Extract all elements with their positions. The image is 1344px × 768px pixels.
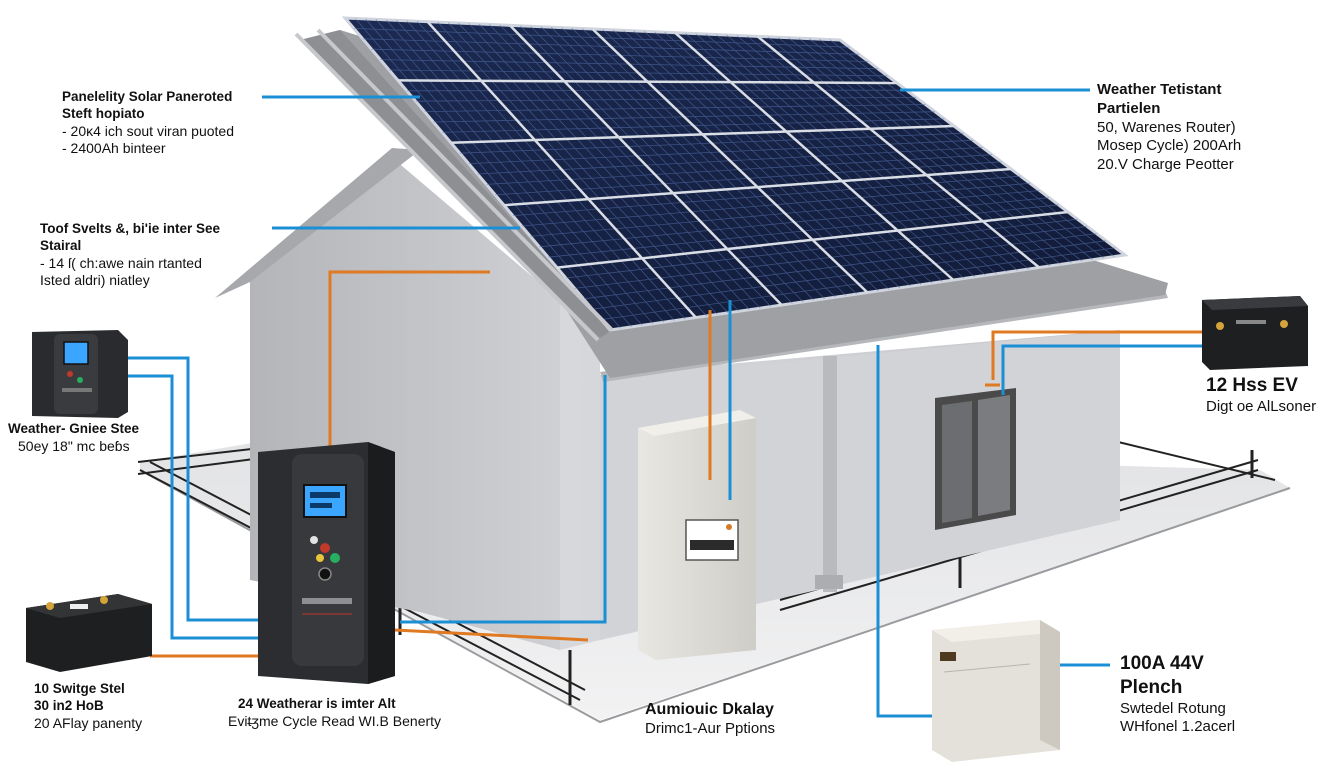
solar-array [341, 16, 1129, 332]
weather-left-detail: 50ey 18" mc beɓs [18, 437, 130, 454]
window [935, 388, 1016, 530]
battery-icon [26, 594, 152, 672]
battery-right-title-1: 100A 44V [1120, 653, 1204, 674]
label-inverter: 24 Weatherar is imter Alt Evit̶ʒme Cycle… [228, 696, 468, 730]
weather-right-detail-1: 50, Warenes Router) [1097, 118, 1236, 136]
battery-left-detail: 20 AFlay panenty [34, 714, 143, 731]
weather-right-title-2: Partielen [1097, 99, 1161, 117]
charge-controller-icon [32, 330, 128, 418]
roof-system-title-1: Toof Svelts &, bi'ie inter See [40, 221, 221, 236]
roof-system-detail-2: Isted aldri) niatley [40, 272, 150, 289]
weather-right-detail-3: 20.V Charge Peotter [1097, 156, 1234, 173]
roof-system-detail-1: - 14 ſ( ch:awe nain rtanted [40, 254, 202, 271]
label-battery-left: 10 Switge Stel 30 in2 HoB 20 AFlay panen… [34, 681, 184, 732]
label-display: Aumiouic Dkalay Drimc1-Aur Pptions [645, 700, 845, 739]
label-ev-charger: 12 Hss EV Digt oe AlLsoner [1206, 374, 1341, 417]
battery-left-title-1: 10 Switge Stel [34, 681, 125, 696]
battery-right-title-2: Plench [1120, 676, 1183, 698]
downpipe [815, 356, 843, 592]
inverter-detail: Evit̶ʒme Cycle Read WI.B Benerty [228, 712, 442, 729]
roof-rail [294, 28, 614, 342]
label-roof-system: Toof Svelts &, bi'ie inter See Stairal -… [40, 221, 270, 290]
display-title: Aumiouic Dkalay [645, 701, 774, 718]
meter-cabinet [638, 410, 756, 660]
ev-charger-detail: Digt oe AlLsoner [1206, 397, 1317, 415]
inverter-icon [258, 442, 395, 684]
display-detail: Drimc1-Aur Pptions [645, 720, 776, 737]
wires-orange [150, 270, 1205, 658]
weather-right-detail-2: Mosep Cycle) 200Arh [1097, 137, 1242, 155]
battery-cabinet-icon [932, 620, 1060, 762]
inverter-title: 24 Weatherar is imter Alt [238, 696, 396, 711]
solar-panels-title-2: Steft hopiato [62, 105, 145, 121]
ev-charger-icon [1202, 296, 1308, 370]
ev-charger-title: 12 Hss EV [1206, 375, 1298, 396]
battery-right-detail-2: WHfonel 1.2acerl [1120, 718, 1236, 736]
battery-left-title-2: 30 in2 HoB [34, 697, 104, 713]
wires-blue [122, 88, 1205, 718]
solar-panels-detail-2: - 2400Ah binteer [62, 140, 166, 157]
label-weather-right: Weather Tetistant Partielen 50, Warenes … [1097, 81, 1317, 175]
solar-panels-detail-1: - 20ᴋ4 ich sout viran puoted [62, 122, 234, 139]
solar-panels-title-1: Panelelity Solar Paneroted [62, 89, 233, 104]
label-battery-right: 100A 44V Plench Swtedel Rotung WHfonel 1… [1120, 652, 1330, 737]
weather-left-title: Weather- Gniee Stee [8, 421, 140, 436]
roof-system-title-2: Stairal [40, 237, 82, 253]
label-solar-panels: Panelelity Solar Paneroted Steft hopiato… [62, 89, 262, 158]
weather-right-title-1: Weather Tetistant [1097, 81, 1222, 98]
battery-right-detail-1: Swtedel Rotung [1120, 699, 1226, 717]
label-weather-left: Weather- Gniee Stee 50ey 18" mc beɓs [8, 421, 158, 455]
